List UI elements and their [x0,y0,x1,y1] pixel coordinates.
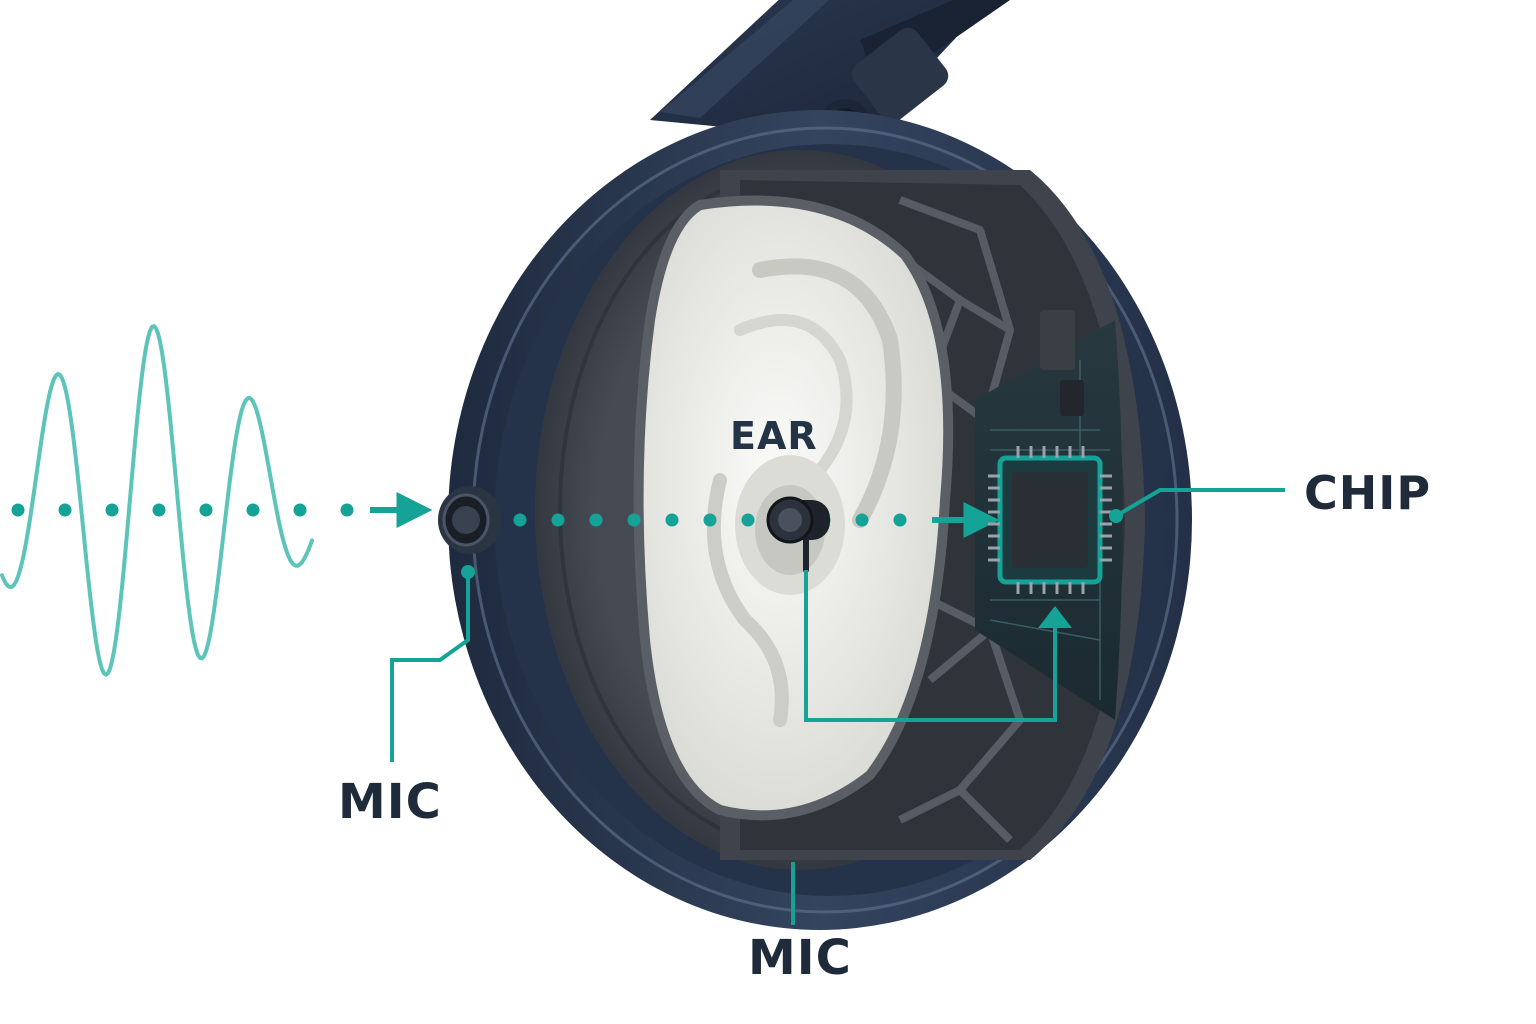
mic-inner-label: MIC [748,930,852,986]
ear-label: EAR [730,414,818,458]
signal-dot [246,503,260,517]
signal-dot [855,513,869,527]
signal-dot [893,513,907,527]
signal-dot [703,513,717,527]
inner-mic-icon [766,496,830,573]
signal-dot [513,513,527,527]
signal-dot [665,513,679,527]
arrow-up-icon [804,570,1072,722]
signal-dot [152,503,166,517]
callout-mic-outer [390,565,475,762]
sound-wave-icon [0,323,314,678]
callout-chip [1109,488,1285,523]
outer-mic-icon [438,486,502,554]
signal-path-outer [11,492,433,528]
signal-dot [293,503,307,517]
signal-dot [58,503,72,517]
chip-icon [988,446,1112,594]
signal-dot [11,503,25,517]
signal-dot [340,503,354,517]
chip-label: CHIP [1304,466,1432,520]
signal-dot [741,513,755,527]
signal-dot [105,503,119,517]
signal-dot [627,513,641,527]
signal-dot [589,513,603,527]
mic-outer-label: MIC [338,774,442,830]
signal-dot [199,503,213,517]
signal-dot [551,513,565,527]
